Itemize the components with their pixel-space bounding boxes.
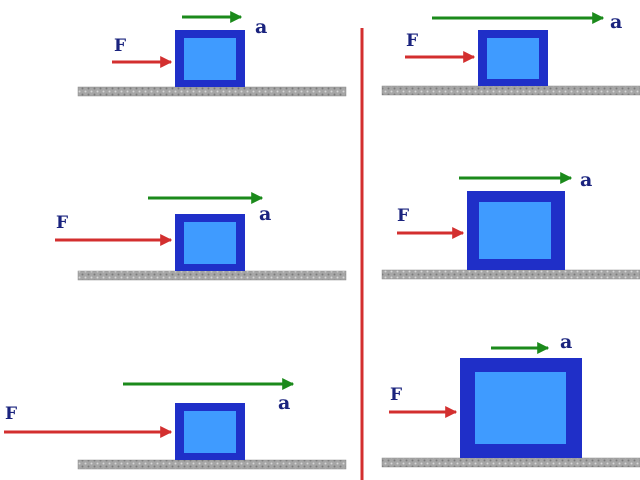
block: [478, 30, 548, 86]
ground: [77, 459, 347, 470]
block: [175, 30, 245, 87]
force-label: F: [397, 206, 409, 226]
force-label: F: [390, 385, 402, 405]
acceleration-label: a: [278, 392, 290, 414]
force-label: F: [406, 31, 418, 51]
block: [175, 403, 245, 460]
panel-right-3: F a: [381, 331, 640, 468]
acceleration-label: a: [259, 203, 271, 225]
panel-left-2: F a: [55, 192, 347, 281]
force-label: F: [56, 213, 68, 233]
acceleration-label: a: [255, 16, 267, 38]
panel-left-3: F a: [4, 378, 347, 470]
acceleration-label: a: [580, 169, 592, 191]
panel-right-2: F a: [381, 169, 640, 280]
block: [175, 214, 245, 271]
acceleration-label: a: [560, 331, 572, 353]
ground: [381, 457, 640, 468]
block: [467, 191, 565, 270]
panel-left-1: F a: [77, 11, 347, 97]
panel-right-1: F a: [381, 11, 640, 96]
force-label: F: [5, 404, 17, 424]
block: [460, 358, 582, 458]
ground: [77, 86, 347, 97]
ground: [381, 269, 640, 280]
force-label: F: [114, 36, 126, 56]
acceleration-label: a: [610, 11, 622, 33]
ground: [77, 270, 347, 281]
ground: [381, 85, 640, 96]
